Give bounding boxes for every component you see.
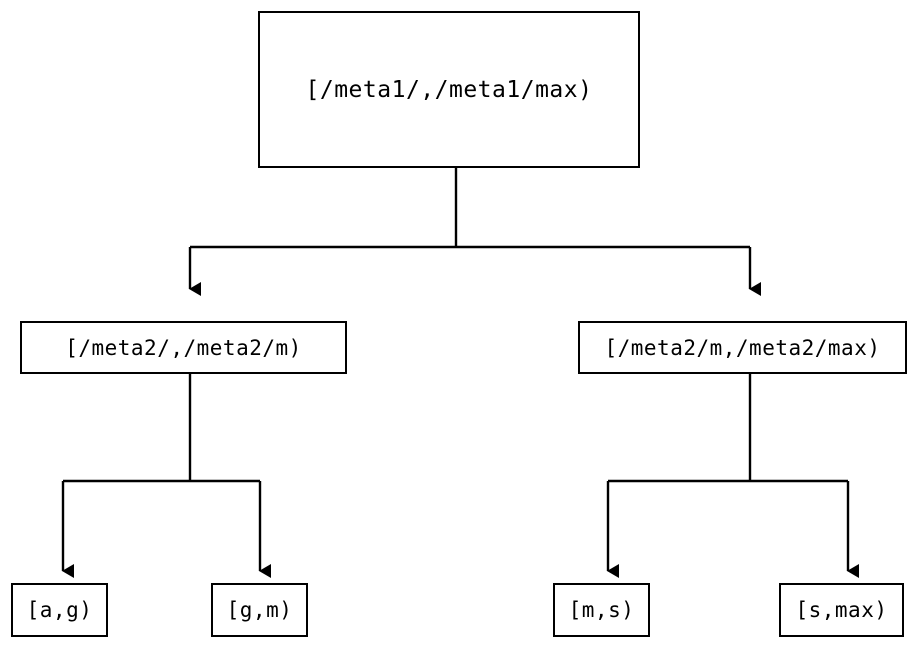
tree-node-mid-right[interactable]: [/meta2/m,/meta2/max) [578,321,907,374]
tree-node-mid-left[interactable]: [/meta2/,/meta2/m) [20,321,347,374]
tree-node-leaf-a-g[interactable]: [a,g) [11,583,108,637]
tree-node-leaf-g-m[interactable]: [g,m) [211,583,308,637]
tree-node-leaf-s-max[interactable]: [s,max) [779,583,904,637]
tree-node-root[interactable]: [/meta1/,/meta1/max) [258,11,640,168]
tree-node-leaf-m-s[interactable]: [m,s) [553,583,650,637]
